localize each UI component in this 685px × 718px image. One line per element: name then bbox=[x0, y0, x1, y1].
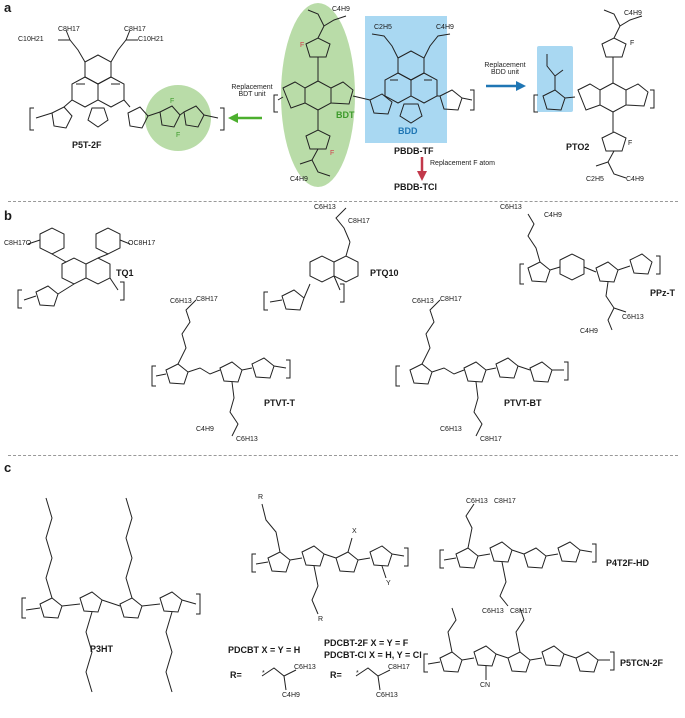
panel-c-structures bbox=[21, 497, 615, 693]
chain-label: C8H17 bbox=[388, 664, 410, 671]
ptvtt-structure bbox=[151, 299, 291, 437]
pdcbt-structure bbox=[251, 503, 409, 691]
section-divider bbox=[8, 455, 678, 456]
ppzt-structure bbox=[519, 213, 661, 331]
chain-label: C8H17 bbox=[58, 26, 80, 33]
p3ht-structure bbox=[21, 497, 201, 693]
chain-label: C8H17 bbox=[440, 296, 462, 303]
arrow-right bbox=[486, 81, 526, 91]
chain-label: C4H9 bbox=[580, 328, 598, 335]
unit-label-bdd: BDD bbox=[398, 126, 418, 136]
panel-label: c bbox=[4, 460, 12, 475]
fluorine-atom: F bbox=[170, 98, 175, 105]
chain-label: C4H9 bbox=[196, 426, 214, 433]
polymer-name-pbdbtcl: PBDB-TCl bbox=[394, 182, 437, 192]
arrow-right-label: Replacement BDD unit bbox=[484, 62, 526, 76]
chain-label: C6H13 bbox=[170, 298, 192, 305]
chain-label: C8H17 bbox=[510, 608, 532, 615]
arrow-down bbox=[417, 157, 427, 181]
polymer-name-p4t2fhd: P4T2F-HD bbox=[606, 558, 650, 568]
chain-label: C6H13 bbox=[622, 314, 644, 321]
atom-label: X bbox=[352, 528, 357, 535]
chain-label: C8H17 bbox=[494, 498, 516, 505]
p5t2f-structure bbox=[29, 29, 225, 131]
polymer-name-p3ht: P3HT bbox=[90, 644, 114, 654]
panel-b-structures bbox=[17, 207, 661, 437]
chain-label: C6H13 bbox=[294, 664, 316, 671]
chain-label: C6H13 bbox=[500, 204, 522, 211]
fluorine-atom: F bbox=[628, 140, 633, 147]
tq1-structure bbox=[17, 227, 131, 309]
polymer-name-pdcbt2f: PDCBT-2F X = Y = F bbox=[324, 638, 409, 648]
panel-b: b C8H17O OC8H17 C6H13 C8H17 C6H13 C4H9 C… bbox=[0, 204, 685, 454]
chain-label: C8H17 bbox=[124, 26, 146, 33]
atom-label: R bbox=[318, 616, 324, 623]
chain-label: C2H5 bbox=[374, 24, 392, 31]
atom-label: R bbox=[258, 494, 264, 501]
chain-label: C6H13 bbox=[440, 426, 462, 433]
pbdbtf-structure bbox=[273, 9, 475, 177]
chain-label: C8H17 bbox=[348, 218, 370, 225]
pto2-structure bbox=[533, 9, 655, 179]
chain-label: C6H13 bbox=[412, 298, 434, 305]
panel-label: b bbox=[4, 208, 12, 223]
polymer-name-ptvtt: PTVT-T bbox=[264, 398, 295, 408]
panel-c: c R R X Y CN * * C6H13 C4H9 C8H17 C6H13 … bbox=[0, 458, 685, 718]
fluorine-atom: F bbox=[330, 150, 335, 157]
polymer-name-tq1: TQ1 bbox=[116, 268, 134, 278]
polymer-name-ptq10: PTQ10 bbox=[370, 268, 399, 278]
chain-label: C6H13 bbox=[376, 692, 398, 699]
chain-label: C4H9 bbox=[626, 176, 644, 183]
panel-label: a bbox=[4, 0, 12, 15]
unit-label-bdt: BDT bbox=[336, 110, 355, 120]
arrow-down-label: Replacement F atom bbox=[430, 160, 495, 167]
chain-label: C10H21 bbox=[138, 36, 164, 43]
chain-label: C4H9 bbox=[290, 176, 308, 183]
chain-label: C10H21 bbox=[18, 36, 44, 43]
bdd-highlight bbox=[365, 16, 447, 143]
ptq10-structure bbox=[263, 207, 359, 311]
polymer-name-p5tcn2f: P5TCN-2F bbox=[620, 658, 664, 668]
chain-label: C4H9 bbox=[282, 692, 300, 699]
chain-label: C8H17 bbox=[480, 436, 502, 443]
p5tcn2f-structure bbox=[423, 607, 615, 680]
polymer-name-pto2: PTO2 bbox=[566, 142, 590, 152]
polymer-name-pdcbt: PDCBT X = Y = H bbox=[228, 645, 301, 655]
substituent-label: C8H17O bbox=[4, 240, 32, 247]
chain-label: C4H9 bbox=[544, 212, 562, 219]
chain-label: C2H5 bbox=[586, 176, 604, 183]
panel-a: a C10H21 C8H17 C8H17 C10H21 C4H9 C2H5 C4… bbox=[0, 0, 685, 200]
r-group-label: R= bbox=[330, 670, 342, 680]
arrow-left bbox=[228, 113, 262, 123]
section-divider bbox=[8, 201, 678, 202]
polymer-name-ptvtbt: PTVT-BT bbox=[504, 398, 542, 408]
chain-label: C6H13 bbox=[314, 204, 336, 211]
chain-label: C4H9 bbox=[436, 24, 454, 31]
chain-label: C6H13 bbox=[236, 436, 258, 443]
chain-label: C8H17 bbox=[196, 296, 218, 303]
polymer-name-ppzt: PPz-T bbox=[650, 288, 676, 298]
fluorine-atom: F bbox=[300, 42, 305, 49]
atom-label: CN bbox=[480, 682, 491, 689]
fluorine-atom: F bbox=[630, 40, 635, 47]
chain-label: C4H9 bbox=[332, 6, 350, 13]
chain-label: C6H13 bbox=[466, 498, 488, 505]
fluorine-atom: F bbox=[176, 132, 181, 139]
r-group-label: R= bbox=[230, 670, 242, 680]
atom-label: * bbox=[262, 670, 265, 677]
chain-label: C4H9 bbox=[624, 10, 642, 17]
panel-a-structures bbox=[29, 3, 655, 187]
p4t2fhd-structure bbox=[439, 503, 597, 607]
atom-label: * bbox=[356, 670, 359, 677]
atom-label: Y bbox=[386, 580, 391, 587]
substituent-label: OC8H17 bbox=[128, 240, 156, 247]
arrow-left-label: Replacement BDT unit bbox=[231, 84, 273, 98]
bdt-highlight bbox=[281, 3, 355, 187]
chain-label: C6H13 bbox=[482, 608, 504, 615]
polymer-name-pdcbtcl: PDCBT-Cl X = H, Y = Cl bbox=[324, 650, 422, 660]
ptvtbt-structure bbox=[395, 299, 569, 437]
polymer-name-p5t2f: P5T-2F bbox=[72, 140, 102, 150]
polymer-name-pbdbtf: PBDB-TF bbox=[394, 146, 434, 156]
